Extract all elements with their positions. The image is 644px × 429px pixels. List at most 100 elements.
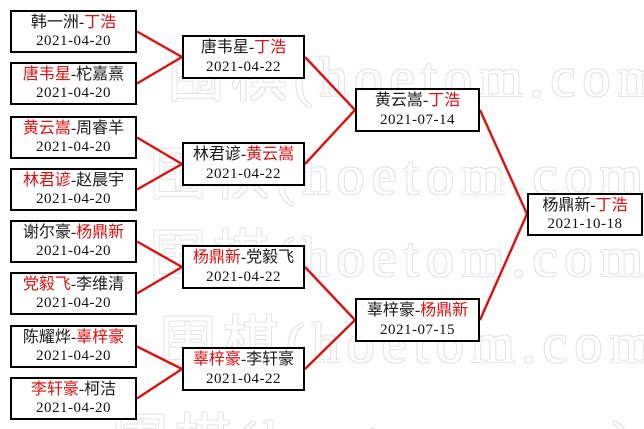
match-players: 杨鼎新-党毅飞 [193, 248, 294, 267]
match-date: 2021-07-14 [380, 111, 455, 128]
match-box-round1-8: 李轩豪-柯洁 2021-04-20 [10, 377, 137, 420]
player-1-name: 杨鼎新 [192, 249, 241, 267]
match-players: 李轩豪-柯洁 [31, 380, 116, 399]
player-2-name: 丁浩 [84, 13, 117, 31]
player-2-name: 李维清 [76, 275, 125, 293]
match-players: 辜梓豪-李轩豪 [193, 350, 294, 369]
player-1-name: 黄云嵩 [374, 92, 423, 110]
player-1-name: 黄云嵩 [22, 119, 71, 137]
vs-separator: - [414, 302, 421, 320]
vs-separator: - [240, 146, 247, 164]
match-players: 党毅飞-李维清 [23, 275, 124, 294]
player-2-name: 丁浩 [254, 39, 287, 57]
vs-separator: - [70, 65, 77, 83]
match-date: 2021-04-22 [206, 165, 281, 182]
connector-line [478, 213, 529, 321]
vs-separator: - [70, 328, 77, 346]
match-date: 2021-07-15 [380, 321, 455, 338]
vs-separator: - [70, 119, 77, 137]
match-box-round1-5: 谢尔豪-杨鼎新 2021-04-20 [10, 220, 137, 263]
connector-line [304, 109, 356, 165]
match-date: 2021-04-20 [36, 348, 111, 365]
player-2-name: 黄云嵩 [246, 146, 295, 164]
player-1-name: 辜梓豪 [366, 302, 415, 320]
vs-separator: - [70, 275, 77, 293]
vs-separator: - [78, 13, 85, 31]
match-box-round1-7: 陈耀烨-辜梓豪 2021-04-20 [10, 325, 137, 368]
vs-separator: - [70, 171, 77, 189]
match-date: 2021-04-20 [36, 191, 111, 208]
match-date: 2021-04-22 [206, 268, 281, 285]
connector-line [136, 367, 183, 400]
connector-line [478, 109, 529, 215]
vs-separator: - [70, 223, 77, 241]
match-box-final: 杨鼎新-丁浩 2021-10-18 [527, 193, 643, 236]
player-2-name: 党毅飞 [246, 249, 295, 267]
match-box-round1-3: 黄云嵩-周睿羊 2021-04-20 [10, 116, 137, 159]
match-date: 2021-04-20 [36, 33, 111, 50]
player-2-name: 赵晨宇 [76, 171, 125, 189]
match-box-semifinal-1: 黄云嵩-丁浩 2021-07-14 [355, 88, 480, 132]
player-1-name: 唐韦星 [22, 65, 71, 83]
match-box-round1-6: 党毅飞-李维清 2021-04-20 [10, 272, 137, 315]
connector-line [136, 345, 183, 371]
match-date: 2021-04-22 [206, 370, 281, 387]
match-players: 黄云嵩-丁浩 [375, 91, 460, 110]
connector-line [136, 136, 183, 166]
connector-line [304, 56, 356, 111]
match-date: 2021-04-20 [36, 85, 111, 102]
match-date: 2021-04-20 [36, 400, 111, 417]
player-2-name: 柁嘉熹 [76, 65, 125, 83]
vs-separator: - [240, 351, 247, 369]
player-2-name: 柯洁 [84, 380, 117, 398]
match-box-round1-1: 韩一洲-丁浩 2021-04-20 [10, 10, 137, 53]
player-1-name: 辜梓豪 [192, 351, 241, 369]
player-2-name: 李轩豪 [246, 351, 295, 369]
player-2-name: 周睿羊 [76, 119, 125, 137]
player-1-name: 林君谚 [22, 171, 71, 189]
player-1-name: 林君谚 [192, 146, 241, 164]
match-players: 唐韦星-柁嘉熹 [23, 65, 124, 84]
match-players: 谢尔豪-杨鼎新 [23, 223, 124, 242]
connector-line [136, 265, 183, 295]
player-1-name: 党毅飞 [22, 275, 71, 293]
match-box-semifinal-2: 辜梓豪-杨鼎新 2021-07-15 [355, 298, 480, 342]
match-date: 2021-04-20 [36, 243, 111, 260]
match-box-round2-2: 林君谚-黄云嵩 2021-04-22 [182, 142, 305, 186]
player-2-name: 辜梓豪 [76, 328, 125, 346]
match-box-round2-4: 辜梓豪-李轩豪 2021-04-22 [182, 347, 305, 391]
match-players: 辜梓豪-杨鼎新 [367, 301, 468, 320]
connector-line [136, 240, 183, 269]
match-players: 林君谚-黄云嵩 [193, 145, 294, 164]
match-date: 2021-10-18 [547, 216, 623, 233]
match-players: 林君谚-赵晨宇 [23, 171, 124, 190]
match-box-round1-2: 唐韦星-柁嘉熹 2021-04-20 [10, 62, 137, 105]
connector-line [136, 162, 183, 191]
player-1-name: 唐韦星 [200, 39, 249, 57]
connector-line [136, 55, 183, 85]
vs-separator: - [78, 380, 85, 398]
match-date: 2021-04-22 [206, 58, 281, 75]
vs-separator: - [422, 92, 429, 110]
match-box-round2-1: 唐韦星-丁浩 2021-04-22 [182, 35, 305, 79]
match-players: 唐韦星-丁浩 [201, 38, 286, 57]
vs-separator: - [248, 39, 255, 57]
match-box-round1-4: 林君谚-赵晨宇 2021-04-20 [10, 168, 137, 211]
match-date: 2021-04-20 [36, 295, 111, 312]
match-players: 杨鼎新-丁浩 [542, 196, 627, 215]
connector-line [136, 30, 183, 59]
player-2-name: 杨鼎新 [76, 223, 125, 241]
player-2-name: 丁浩 [428, 92, 461, 110]
match-players: 陈耀烨-辜梓豪 [23, 328, 124, 347]
vs-separator: - [240, 249, 247, 267]
connector-line [304, 266, 356, 321]
match-players: 韩一洲-丁浩 [31, 13, 116, 32]
player-1-name: 陈耀烨 [22, 328, 71, 346]
match-players: 黄云嵩-周睿羊 [23, 119, 124, 138]
player-1-name: 谢尔豪 [22, 223, 71, 241]
match-date: 2021-04-20 [36, 139, 111, 156]
player-2-name: 丁浩 [595, 196, 628, 214]
player-2-name: 杨鼎新 [420, 302, 469, 320]
